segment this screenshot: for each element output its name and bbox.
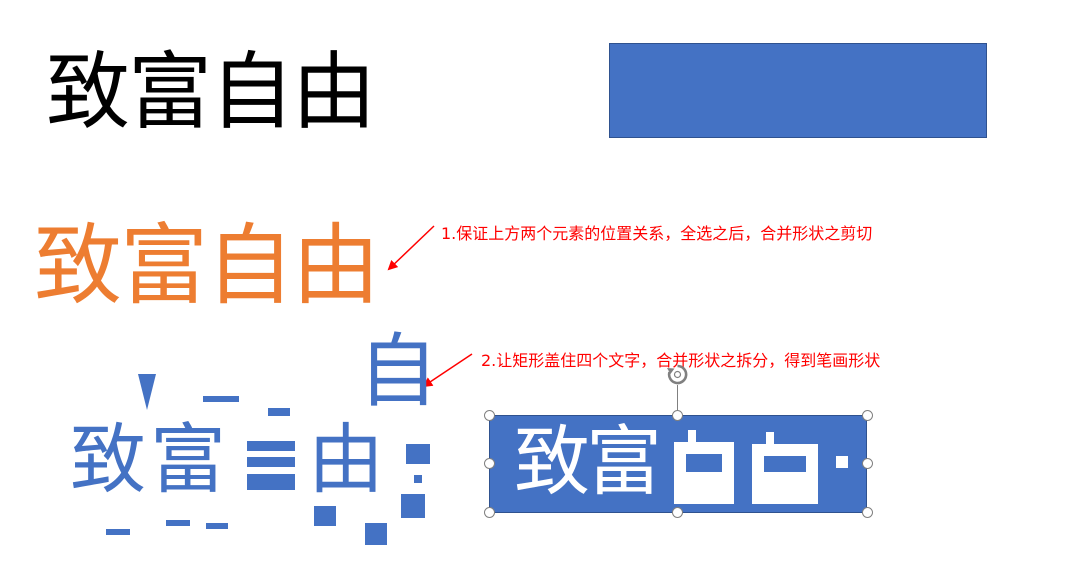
resize-handle-top-right[interactable] — [862, 410, 873, 421]
stroke-piece[interactable] — [166, 520, 190, 526]
stroke-piece[interactable] — [106, 529, 130, 535]
white-stroke-block — [764, 472, 806, 498]
stroke-piece[interactable] — [206, 523, 228, 529]
stroke-piece[interactable] — [138, 374, 156, 410]
title-black-text[interactable]: 致富自由 — [46, 43, 376, 141]
white-stroke-block — [686, 472, 722, 498]
blue-rectangle-shape[interactable] — [609, 43, 987, 138]
split-char-zhi[interactable]: 致 — [70, 415, 146, 504]
rotate-icon[interactable] — [665, 362, 690, 387]
resize-handle-bottom-right[interactable] — [862, 507, 873, 518]
arrow-icon — [387, 225, 435, 271]
stroke-piece[interactable] — [314, 506, 336, 526]
resize-handle-top[interactable] — [672, 410, 683, 421]
split-char-you[interactable]: 由 — [308, 415, 384, 504]
split-stroke-shapes[interactable]: 致 富 由 自 — [0, 330, 460, 570]
stroke-piece[interactable] — [365, 523, 387, 545]
stroke-piece[interactable] — [247, 474, 295, 490]
annotation-step-2: 2.让矩形盖住四个文字，合并形状之拆分，得到笔画形状 — [481, 351, 881, 370]
title-orange-text[interactable]: 致富自由 — [34, 214, 380, 317]
resize-handle-right[interactable] — [862, 458, 873, 469]
stroke-piece[interactable] — [247, 441, 295, 451]
resize-handle-top-left[interactable] — [484, 410, 495, 421]
white-stroke-block — [766, 432, 774, 446]
arrow-icon — [422, 353, 473, 388]
resize-handle-bottom-left[interactable] — [484, 507, 495, 518]
stroke-piece[interactable] — [401, 494, 425, 518]
selected-merged-shape[interactable]: 致富 — [489, 415, 867, 513]
white-stroke-block — [688, 430, 696, 444]
stroke-piece[interactable] — [203, 396, 239, 402]
split-char-fu[interactable]: 富 — [150, 415, 226, 504]
resize-handle-bottom[interactable] — [672, 507, 683, 518]
stroke-piece[interactable] — [414, 475, 422, 483]
stroke-piece[interactable] — [406, 444, 430, 464]
rotate-stem — [677, 385, 678, 415]
annotation-step-1: 1.保证上方两个元素的位置关系，全选之后，合并形状之剪切 — [441, 224, 873, 243]
split-char-zi[interactable]: 自 — [358, 325, 438, 418]
white-stroke-block — [836, 456, 848, 468]
resize-handle-left[interactable] — [484, 458, 495, 469]
stroke-piece[interactable] — [268, 408, 290, 416]
stroke-piece[interactable] — [247, 457, 295, 467]
shape-box-text: 致富 — [514, 417, 662, 506]
